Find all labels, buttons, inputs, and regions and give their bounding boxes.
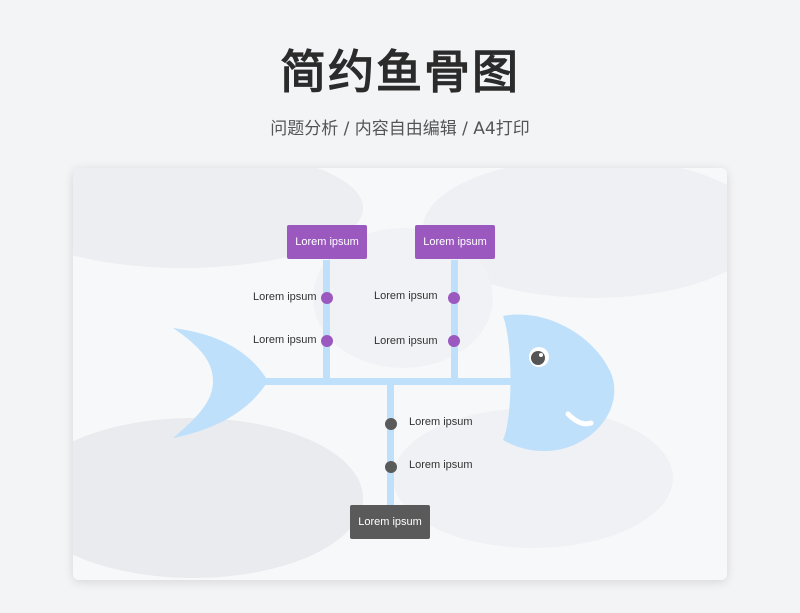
top-right-label-1: Lorem ipsum [374,290,438,302]
bottom-bone [387,384,394,506]
top-right-dot-2 [448,335,460,347]
bottom-dot-2 [385,461,397,473]
fish-eye-pupil [531,351,545,365]
top-left-cause-box[interactable]: Lorem ipsum [287,225,367,259]
top-left-dot-1 [321,292,333,304]
bottom-dot-1 [385,418,397,430]
top-left-label-1: Lorem ipsum [253,291,317,303]
top-right-cause-box[interactable]: Lorem ipsum [415,225,495,259]
page-title: 简约鱼骨图 [0,36,800,102]
diagram-card: Lorem ipsum Lorem ipsum Lorem ipsum Lore… [73,168,727,580]
page-subtitle: 问题分析 / 内容自由编辑 / A4打印 [0,114,800,139]
fish-head [503,315,614,452]
bottom-cause-box[interactable]: Lorem ipsum [350,505,430,539]
bottom-label-1: Lorem ipsum [409,416,473,428]
top-bone-right [451,260,458,380]
bottom-label-2: Lorem ipsum [409,459,473,471]
top-right-dot-1 [448,292,460,304]
top-left-label-2: Lorem ipsum [253,334,317,346]
top-bone-left [323,260,330,380]
top-left-dot-2 [321,335,333,347]
fish-spine [265,378,513,385]
fishbone-diagram: Lorem ipsum Lorem ipsum Lorem ipsum Lore… [73,168,727,580]
top-right-label-2: Lorem ipsum [374,335,438,347]
